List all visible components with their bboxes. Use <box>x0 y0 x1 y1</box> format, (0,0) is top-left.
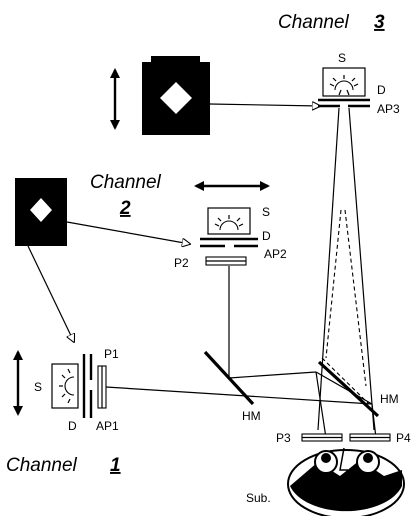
half-mirror-right <box>317 360 380 418</box>
label-d-channel-2: D <box>262 229 271 243</box>
polarizer-p4 <box>349 433 391 442</box>
light-source-icon <box>329 75 359 96</box>
diamond-stimulus-icon <box>160 82 192 114</box>
arrow-card-to-channel-3 <box>209 104 320 106</box>
polarizer-p3 <box>301 433 343 442</box>
label-ap2: AP2 <box>264 247 287 261</box>
half-mirror-left <box>203 350 255 406</box>
stimulus-card-channel-2 <box>15 178 67 246</box>
label-p4: P4 <box>396 431 411 445</box>
beam-to-left-eye <box>315 371 327 439</box>
subject-face <box>287 447 405 516</box>
label-subject: Sub. <box>246 491 271 505</box>
nose <box>339 447 348 471</box>
right-eye <box>356 450 380 474</box>
light-source-icon <box>214 215 244 231</box>
channel-3-number: 3 <box>374 12 385 33</box>
beam-ch1 <box>105 386 373 405</box>
label-p1: P1 <box>104 347 119 361</box>
display-unit-channel-3 <box>318 67 370 108</box>
polarizer-p1 <box>97 365 107 409</box>
channel-1-number: 1 <box>110 455 121 476</box>
display-unit-channel-2 <box>200 207 258 266</box>
display-unit-channel-1 <box>51 354 107 418</box>
label-ap3: AP3 <box>377 102 400 116</box>
label-hm-right: HM <box>380 392 399 406</box>
beam-between-mirrors <box>228 371 317 379</box>
label-p3: P3 <box>276 431 291 445</box>
label-s-channel-3: S <box>338 51 346 65</box>
label-d-channel-1: D <box>68 419 77 433</box>
channel-1-word: Channel <box>6 455 78 476</box>
virtual-path-join <box>321 357 370 405</box>
polarizer-p2 <box>205 256 247 266</box>
label-d-channel-3: D <box>377 83 386 97</box>
arrow-card-to-channel-2 <box>66 221 190 244</box>
diamond-stimulus-icon <box>30 198 52 222</box>
beam-mirror-to-mirror <box>315 371 373 405</box>
virtual-path-left <box>325 209 342 359</box>
channel-2-number: 2 <box>119 198 131 219</box>
channel-3-word: Channel <box>278 12 350 33</box>
stimulus-card-channel-3 <box>142 56 210 135</box>
virtual-path-right <box>344 209 367 387</box>
label-s-channel-2: S <box>262 205 270 219</box>
channel-2-word: Channel <box>90 172 162 193</box>
beam-ch3-left <box>317 107 340 431</box>
label-p2: P2 <box>174 256 189 270</box>
label-s-channel-1: S <box>34 380 42 394</box>
label-ap1: AP1 <box>96 419 119 433</box>
beam-ch3-right <box>348 107 375 431</box>
arrow-card-to-channel-1 <box>27 245 74 342</box>
light-source-icon <box>59 368 75 404</box>
left-eye <box>314 450 338 474</box>
label-hm-left: HM <box>242 409 261 423</box>
